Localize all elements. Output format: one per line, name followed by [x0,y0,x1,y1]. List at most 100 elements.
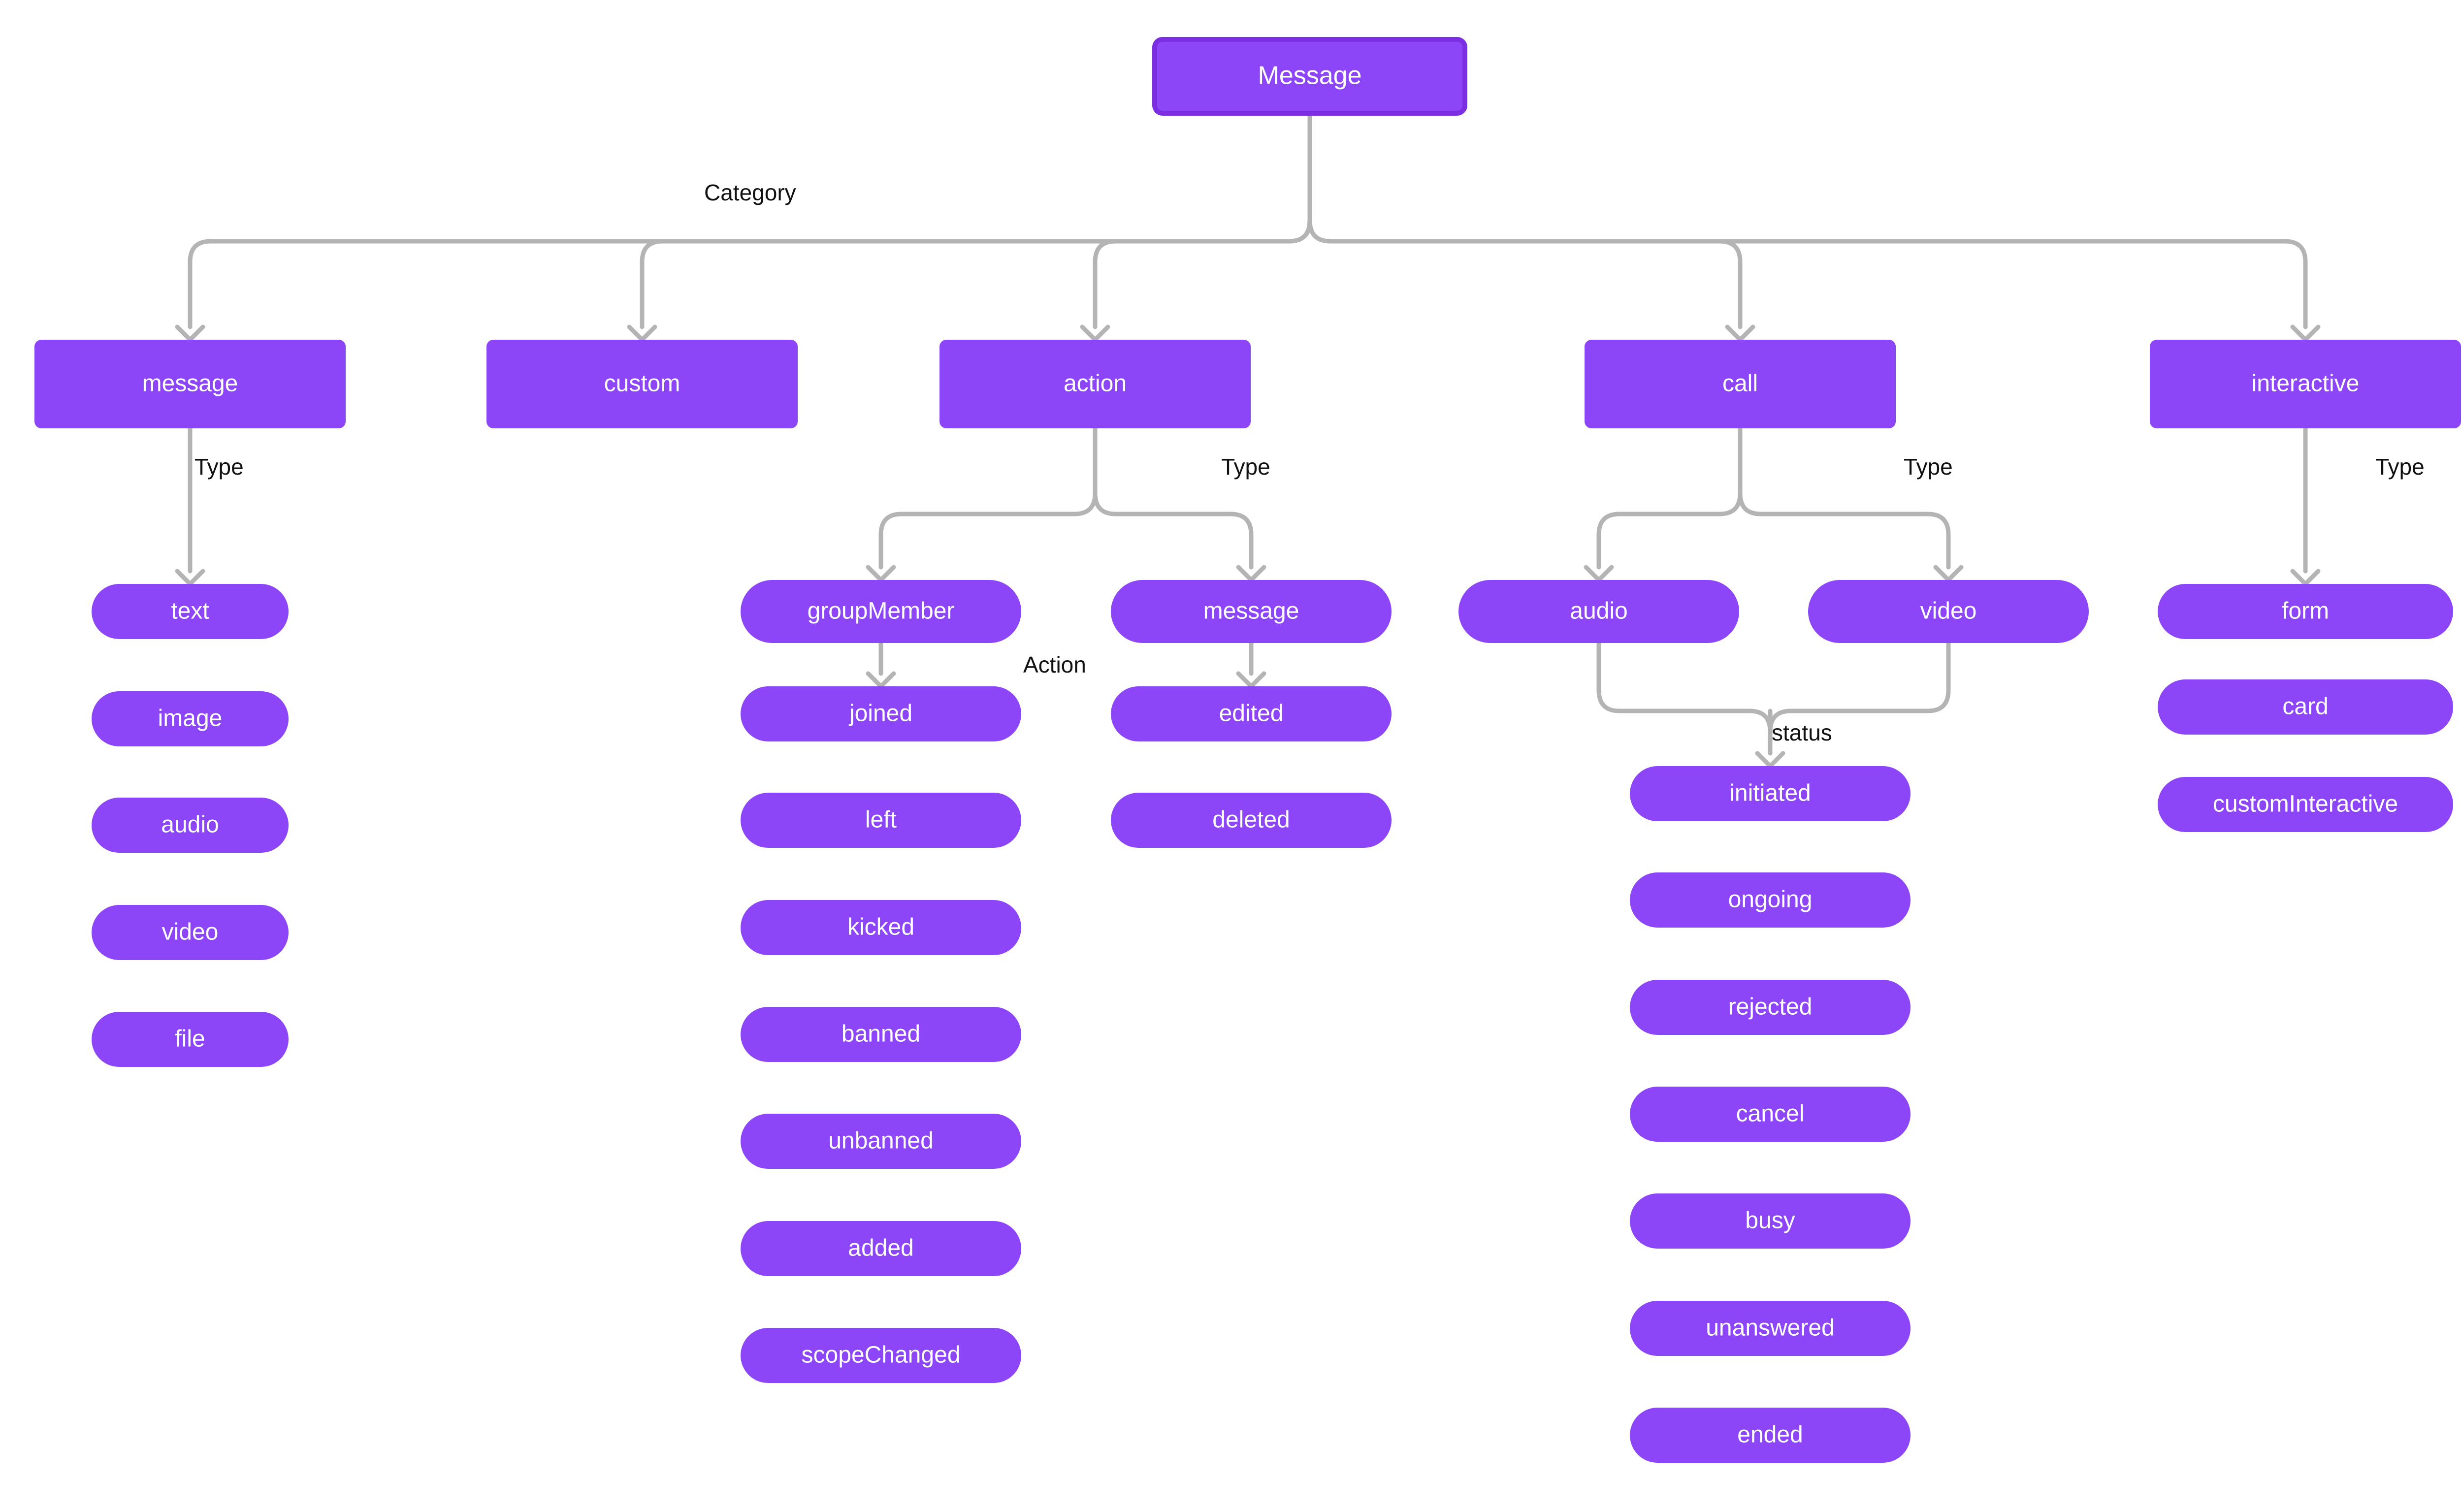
edge-call-to-status [1768,641,1951,734]
node-type-text[interactable]: text [92,584,289,639]
node-label-msg-deleted: deleted [1212,807,1290,833]
node-cat-message[interactable]: message [34,340,346,428]
edge-label-lbl-type-message: Type [194,454,244,480]
node-shape-int-card [2158,679,2453,735]
node-st-cancel[interactable]: cancel [1630,1087,1911,1142]
node-cat-custom[interactable]: custom [486,340,798,428]
node-cat-interactive[interactable]: interactive [2150,340,2461,428]
node-int-card[interactable]: card [2158,679,2453,735]
node-shape-root [1152,37,1467,116]
node-type-video[interactable]: video [92,905,289,960]
node-label-cat-message: message [142,371,238,397]
node-shape-call-video [1808,580,2089,643]
node-gm-added[interactable]: added [741,1221,1021,1276]
node-label-gm-kicked: kicked [847,914,914,940]
edge-label-lbl-action-groupmember: Action [1023,652,1086,677]
edge-root-to-cat-message [188,111,1312,329]
node-shape-st-ended [1630,1408,1911,1463]
node-shape-st-rejected [1630,980,1911,1035]
node-label-int-custominteractive: customInteractive [2213,791,2398,817]
node-type-audio[interactable]: audio [92,798,289,853]
node-gm-scopechanged[interactable]: scopeChanged [741,1328,1021,1383]
node-shape-gm-added [741,1221,1021,1276]
node-label-gm-scopechanged: scopeChanged [802,1342,961,1368]
node-label-cat-custom: custom [604,371,680,397]
node-root[interactable]: Message [1152,37,1467,116]
node-shape-type-image [92,691,289,746]
node-st-ongoing[interactable]: ongoing [1630,872,1911,928]
node-label-gm-joined: joined [848,701,912,727]
edge-label-lbl-status-call: status [1772,720,1832,745]
node-int-form[interactable]: form [2158,584,2453,639]
node-shape-gm-scopechanged [741,1328,1021,1383]
node-shape-msg-edited [1111,686,1392,741]
node-label-st-initiated: initiated [1729,780,1811,806]
node-shape-gm-joined [741,686,1021,741]
edge-root-to-cat-action [1093,111,1312,329]
node-label-root: Message [1258,62,1362,90]
node-label-cat-call: call [1722,371,1758,397]
node-label-st-busy: busy [1745,1208,1795,1234]
edge-cat-call-to-call-audio [1596,426,1743,570]
node-label-type-audio: audio [161,812,219,838]
node-label-act-groupmember: groupMember [808,598,955,624]
node-shape-type-text [92,584,289,639]
node-cat-action[interactable]: action [939,340,1251,428]
node-msg-deleted[interactable]: deleted [1111,793,1392,848]
nodes-layer: Message message text image audio video file cus… [34,37,2461,1463]
node-shape-int-custominteractive [2158,777,2453,832]
node-st-ended[interactable]: ended [1630,1408,1911,1463]
edge-call-to-status [1596,641,1773,734]
node-gm-joined[interactable]: joined [741,686,1021,741]
node-shape-type-video [92,905,289,960]
node-label-int-form: form [2282,598,2329,624]
node-st-rejected[interactable]: rejected [1630,980,1911,1035]
edge-root-to-cat-interactive [1307,111,2308,329]
node-shape-int-form [2158,584,2453,639]
node-shape-st-initiated [1630,766,1911,821]
node-st-unanswered[interactable]: unanswered [1630,1301,1911,1356]
node-act-message[interactable]: message [1111,580,1392,643]
node-label-call-audio: audio [1570,598,1627,624]
node-label-int-card: card [2282,694,2328,720]
node-shape-msg-deleted [1111,793,1392,848]
node-shape-call-audio [1458,580,1739,643]
node-int-custominteractive[interactable]: customInteractive [2158,777,2453,832]
node-call-audio[interactable]: audio [1458,580,1739,643]
node-cat-call[interactable]: call [1585,340,1896,428]
node-shape-st-ongoing [1630,872,1911,928]
node-label-st-unanswered: unanswered [1706,1315,1835,1341]
edge-label-lbl-type-call: Type [1904,454,1953,480]
node-gm-unbanned[interactable]: unbanned [741,1114,1021,1169]
node-type-file[interactable]: file [92,1012,289,1067]
node-label-st-ongoing: ongoing [1728,887,1813,913]
node-shape-cat-custom [486,340,798,428]
node-shape-type-audio [92,798,289,853]
node-label-cat-interactive: interactive [2252,371,2360,397]
node-shape-act-message [1111,580,1392,643]
edge-label-lbl-type-interactive: Type [2375,454,2425,480]
node-shape-st-cancel [1630,1087,1911,1142]
node-st-busy[interactable]: busy [1630,1193,1911,1249]
node-shape-type-file [92,1012,289,1067]
node-gm-banned[interactable]: banned [741,1007,1021,1062]
node-act-groupmember[interactable]: groupMember [741,580,1021,643]
node-call-video[interactable]: video [1808,580,2089,643]
node-label-type-text: text [171,598,209,624]
node-gm-kicked[interactable]: kicked [741,900,1021,955]
node-msg-edited[interactable]: edited [1111,686,1392,741]
node-label-gm-added: added [848,1235,913,1261]
node-label-gm-unbanned: unbanned [828,1128,934,1154]
node-type-image[interactable]: image [92,691,289,746]
node-st-initiated[interactable]: initiated [1630,766,1911,821]
node-shape-cat-call [1585,340,1896,428]
node-shape-cat-message [34,340,346,428]
node-label-gm-banned: banned [842,1021,920,1047]
node-gm-left[interactable]: left [741,793,1021,848]
node-label-cat-action: action [1064,371,1127,397]
edges-layer [175,111,2321,769]
node-shape-cat-action [939,340,1251,428]
